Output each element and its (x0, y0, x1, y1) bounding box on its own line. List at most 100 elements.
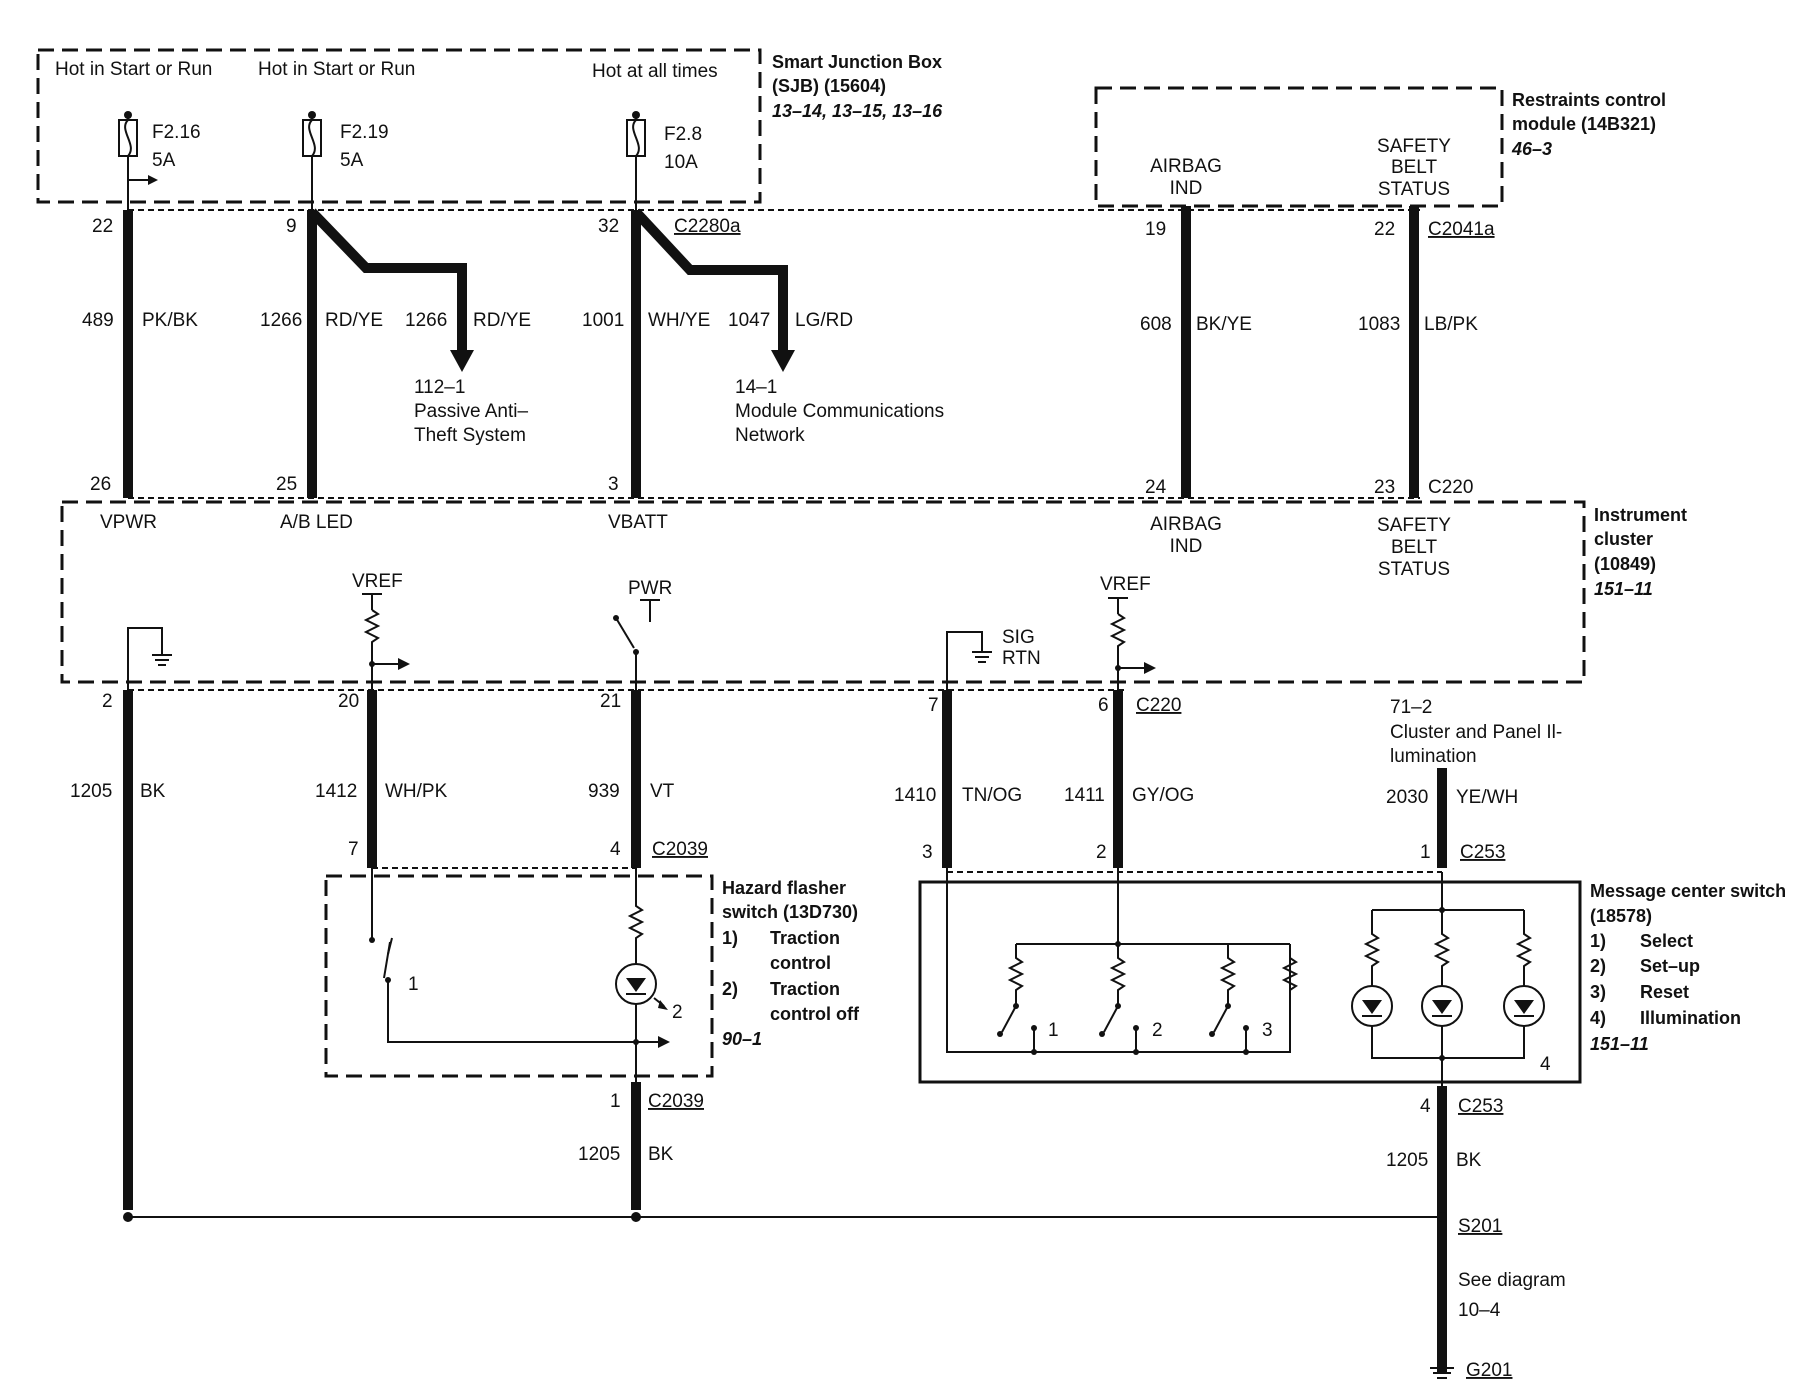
cluster-title-2: cluster (1594, 529, 1653, 549)
msgsw-switch-3: 3 (1262, 1020, 1273, 1041)
color-gy-og: GY/OG (1132, 785, 1194, 806)
hazard-title-1: Hazard flasher (722, 878, 846, 898)
msgsw-item-3: Reset (1640, 982, 1689, 1002)
wire-1047-branch (632, 208, 788, 352)
ground-icon (127, 627, 172, 690)
circuit-2030: 2030 (1386, 787, 1428, 808)
connector-c2041a: C2041a (1428, 219, 1495, 240)
circuit-1083: 1083 (1358, 314, 1400, 335)
lower-wiring: 2 1205 BK 20 1412 WH/PK 7 21 939 VT 4 C2… (70, 689, 1566, 1381)
ground-g201-icon: G201 (1430, 1360, 1512, 1381)
msgsw-item-4-num: 4) (1590, 1008, 1606, 1028)
msgsw-item-1: Select (1640, 931, 1693, 951)
circuit-608: 608 (1140, 314, 1172, 335)
see-diagram-ref: 10–4 (1458, 1300, 1501, 1321)
smart-junction-box: Hot in Start or Run Hot in Start or Run … (36, 48, 943, 210)
circuit-1266-main: 1266 (260, 310, 302, 331)
upper-wiring: 22 489 PK/BK 26 9 1266 RD/YE 1266 RD/YE … (82, 206, 1495, 499)
cluster-outline (60, 500, 1586, 684)
color-bk-ye: BK/YE (1196, 314, 1252, 335)
msgsw-title-2: (18578) (1590, 906, 1652, 926)
sjb-subtitle: (SJB) (15604) (772, 76, 886, 96)
cluster-title: Instrument (1594, 505, 1687, 525)
hazard-outline (324, 874, 714, 1078)
connector-c2039-bottom: C2039 (648, 1091, 704, 1112)
cluster-belt-1: SAFETY (1377, 515, 1451, 536)
connector-c220: C220 (1428, 477, 1473, 498)
sjb-hot-label-3: Hot at all times (592, 61, 718, 82)
connector-c253-top: C253 (1460, 842, 1505, 863)
color-ye-wh: YE/WH (1456, 787, 1518, 808)
color-wh-pk: WH/PK (385, 781, 448, 802)
pin-19: 19 (1145, 219, 1166, 240)
pin-32: 32 (598, 216, 619, 237)
circuit-489: 489 (82, 310, 114, 331)
sjb-outline (36, 48, 762, 204)
circuit-1266-branch: 1266 (405, 310, 447, 331)
msgsw-item-1-num: 1) (1590, 931, 1606, 951)
rcm-airbag-2: IND (1170, 178, 1203, 199)
connector-c2280a: C2280a (674, 216, 741, 237)
circuit-1205-middle: 1205 (578, 1144, 620, 1165)
fuse-f2-19: F2.19 5A (302, 111, 389, 210)
connector-c220-lower: C220 (1136, 695, 1181, 716)
hazard-item-1a: Traction (770, 928, 840, 948)
rcm-title: Restraints control (1512, 90, 1666, 110)
led-icon (1351, 985, 1393, 1027)
msgsw-switch-2: 2 (1152, 1020, 1163, 1041)
illumination-label-2: lumination (1390, 746, 1477, 767)
pin-23: 23 (1374, 477, 1395, 498)
pin-4-msg: 4 (1420, 1096, 1431, 1117)
message-center-switch: Message center switch (18578) 1) Select … (918, 868, 1786, 1086)
msgsw-item-3-num: 3) (1590, 982, 1606, 1002)
pin-1-hazard: 1 (610, 1091, 621, 1112)
color-bk-middle: BK (648, 1144, 674, 1165)
color-lb-pk: LB/PK (1424, 314, 1478, 335)
pats-label-1: Passive Anti– (414, 401, 528, 422)
rcm-belt-1: SAFETY (1377, 136, 1451, 157)
led-icon (1503, 985, 1545, 1027)
color-vt: VT (650, 781, 675, 802)
fuse-f2-16-rating: 5A (152, 150, 176, 171)
hazard-item-2b: control off (770, 1004, 860, 1024)
pats-label-2: Theft System (414, 425, 526, 446)
splice-s201-label: S201 (1458, 1216, 1502, 1237)
cluster-belt-3: STATUS (1378, 559, 1450, 580)
led-icon (1421, 985, 1463, 1027)
cluster-sig: SIG (1002, 627, 1035, 648)
fuse-f2-19-rating: 5A (340, 150, 364, 171)
hazard-ref: 90–1 (722, 1029, 762, 1049)
cluster-ab-led: A/B LED (280, 512, 353, 533)
color-bk-right: BK (1456, 1150, 1482, 1171)
hazard-flasher-switch: Hazard flasher switch (13D730) 1) Tracti… (324, 868, 860, 1082)
rcm-ref: 46–3 (1511, 139, 1552, 159)
splice-s201: S201 (123, 1212, 1502, 1237)
hazard-item-2a: Traction (770, 979, 840, 999)
connector-c2039-top: C2039 (652, 839, 708, 860)
rcm-belt-3: STATUS (1378, 179, 1450, 200)
ground-g201-label: G201 (1466, 1360, 1512, 1381)
sjb-hot-label-1: Hot in Start or Run (55, 59, 212, 80)
fuse-f2-16: F2.16 5A (118, 111, 201, 210)
rcm-outline (1094, 86, 1504, 208)
circuit-1411: 1411 (1064, 785, 1105, 806)
hazard-switch-2: 2 (672, 1002, 683, 1023)
cluster-pwr: PWR (628, 578, 672, 599)
fuse-f2-8-id: F2.8 (664, 124, 702, 145)
pin-20: 20 (338, 691, 359, 712)
pin-25: 25 (276, 474, 297, 495)
sjb-hot-label-2: Hot in Start or Run (258, 59, 415, 80)
color-lg-rd: LG/RD (795, 310, 853, 331)
instrument-cluster: Instrument cluster (10849) 151–11 VPWR A… (60, 500, 1687, 690)
fuse-f2-8: F2.8 10A (626, 111, 702, 210)
msgsw-ref: 151–11 (1590, 1034, 1649, 1054)
hazard-switch-1: 1 (408, 974, 419, 995)
pin-2: 2 (102, 691, 113, 712)
connector-c253-bottom: C253 (1458, 1096, 1503, 1117)
color-tn-og: TN/OG (962, 785, 1022, 806)
color-rd-ye-main: RD/YE (325, 310, 383, 331)
msgsw-switch-4: 4 (1540, 1054, 1551, 1075)
restraints-control-module: Restraints control module (14B321) 46–3 … (1094, 86, 1666, 208)
pwr-switch: PWR (613, 578, 672, 690)
fuse-f2-8-rating: 10A (664, 152, 698, 173)
